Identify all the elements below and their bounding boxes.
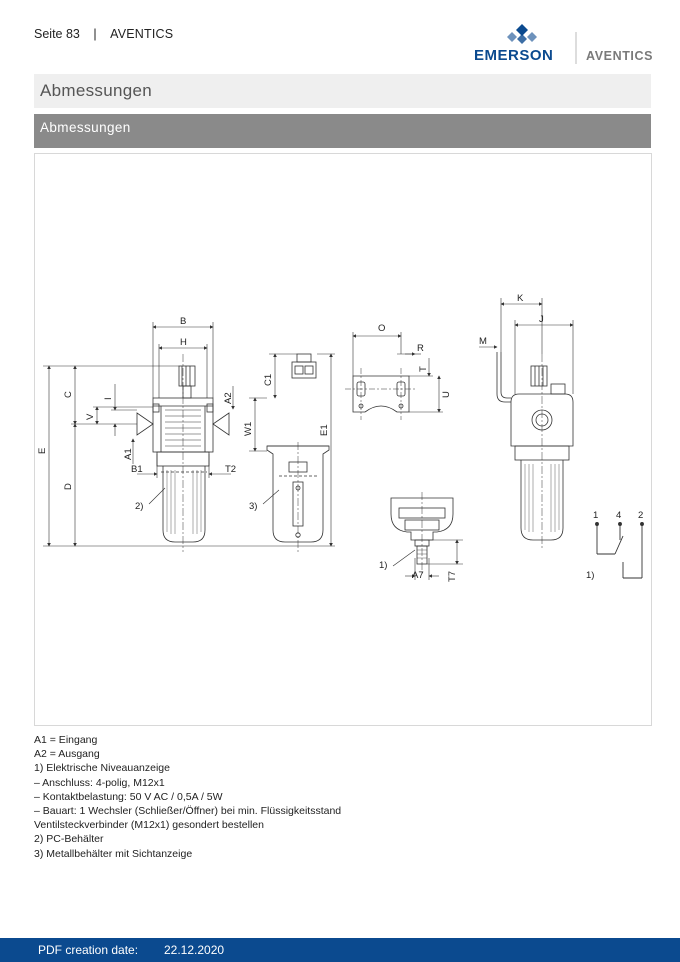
note-line: 2) PC-Behälter <box>34 833 104 846</box>
callout-note-3: 3) <box>249 501 257 512</box>
dim-label-d: D <box>63 483 74 490</box>
emerson-mark-icon <box>507 24 537 44</box>
level-sensor-view <box>390 492 454 574</box>
dim-label-j: J <box>539 314 544 325</box>
dim-label-b: B <box>180 316 186 327</box>
note-line: Ventilsteckverbinder (M12x1) gesondert b… <box>34 819 264 832</box>
subsection-title-bar: Abmessungen <box>34 114 651 148</box>
callout-note-1-switch: 1) <box>586 570 594 581</box>
dim-label-a1: A1 <box>123 448 134 460</box>
header-brand: AVENTICS <box>110 27 174 41</box>
bracket-view <box>345 368 415 420</box>
dimension-drawing: B H E C D V I A2 A1 B1 T2 C1 W1 E1 O R T… <box>34 153 652 726</box>
section-title: Abmessungen <box>40 81 152 100</box>
dim-label-c: C <box>63 391 74 398</box>
main-unit-view <box>136 354 230 552</box>
footer-date: 22.12.2020 <box>164 943 225 957</box>
dim-label-a7: A7 <box>412 570 424 581</box>
dim-label-e1: E1 <box>319 424 330 436</box>
note-line: – Bauart: 1 Wechsler (Schließer/Öffner) … <box>34 805 342 818</box>
main-unit-dimensions <box>43 322 335 547</box>
dim-label-w1: W1 <box>243 422 254 436</box>
dim-label-o: O <box>378 323 385 334</box>
dim-label-b1: B1 <box>131 464 143 475</box>
dim-label-a2: A2 <box>223 392 234 404</box>
bracket-dimensions <box>352 332 443 413</box>
dim-label-m: M <box>479 336 487 347</box>
dim-label-t7: T7 <box>447 571 458 582</box>
metal-bowl-dimensions <box>249 353 335 547</box>
dim-label-k: K <box>517 293 524 304</box>
dim-label-e: E <box>37 448 48 454</box>
logo-aventics-text: AVENTICS <box>586 49 653 63</box>
notes-list: A1 = Eingang A2 = Ausgang 1) Elektrische… <box>34 733 341 861</box>
footer-label: PDF creation date: <box>38 943 139 957</box>
page-header: Seite 83 | AVENTICS <box>34 27 173 41</box>
callout-note-2: 2) <box>135 501 143 512</box>
header-separator: | <box>93 27 97 41</box>
note-line: A2 = Ausgang <box>34 748 100 761</box>
dim-label-u: U <box>441 391 452 398</box>
note-line: – Kontaktbelastung: 50 V AC / 0,5A / 5W <box>34 790 223 803</box>
callout-note-1-sensor: 1) <box>379 560 387 571</box>
note-line: – Anschluss: 4-polig, M12x1 <box>34 776 165 789</box>
side-view <box>496 352 574 550</box>
drawing-canvas: B H E C D V I A2 A1 B1 T2 C1 W1 E1 O R T… <box>37 293 644 582</box>
side-view-dimensions <box>479 298 574 394</box>
dim-label-h: H <box>180 337 187 348</box>
switch-pin-1: 1 <box>593 510 598 521</box>
dim-label-t2: T2 <box>225 464 236 475</box>
dim-label-i: I <box>103 397 114 400</box>
subsection-title: Abmessungen <box>40 120 131 135</box>
dim-label-v: V <box>85 413 96 420</box>
emerson-aventics-logo: EMERSON AVENTICS <box>474 24 653 64</box>
note-line: 1) Elektrische Niveauanzeige <box>34 762 170 775</box>
page-label: Seite <box>34 27 63 41</box>
switch-pin-4: 4 <box>616 510 621 521</box>
logo-emerson-text: EMERSON <box>474 47 553 64</box>
switch-pin-2: 2 <box>638 510 643 521</box>
section-title-bar: Abmessungen <box>34 74 651 108</box>
dim-label-t: T <box>418 366 429 372</box>
dim-label-r: R <box>417 343 424 354</box>
note-line: A1 = Eingang <box>34 734 98 746</box>
switch-symbol <box>595 522 644 579</box>
dim-label-c1: C1 <box>263 374 274 386</box>
note-line: 3) Metallbehälter mit Sichtanzeige <box>34 847 193 860</box>
metal-bowl-view <box>266 353 330 552</box>
page-footer: PDF creation date: 22.12.2020 <box>0 938 680 962</box>
level-sensor-dimensions <box>392 539 463 580</box>
page-number: 83 <box>65 27 80 41</box>
